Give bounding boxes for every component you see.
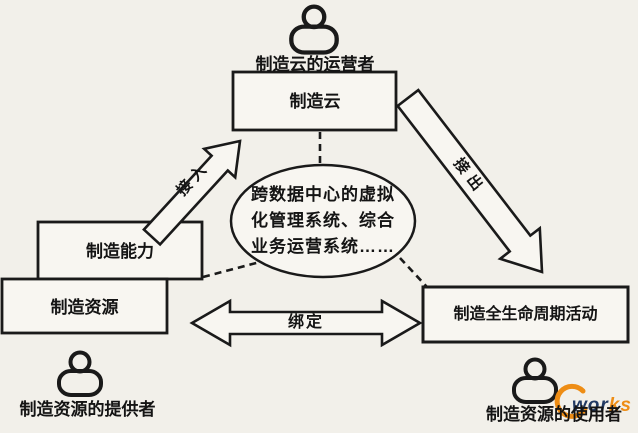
dashed-connector-capability xyxy=(202,260,261,279)
bind-double-arrow xyxy=(189,298,423,348)
lifecycle-box xyxy=(421,285,630,344)
lifecycle-box-label: 制造全生命周期活动 xyxy=(453,306,598,323)
cloud-operator-person-icon xyxy=(291,7,336,53)
bind-arrow-label: 绑定 xyxy=(287,314,324,331)
access-in-arrow xyxy=(142,139,242,247)
core-system-line3: 业务运营系统…… xyxy=(251,237,395,256)
resource-box xyxy=(0,277,169,335)
eworks-swoosh-icon xyxy=(554,383,588,419)
capability-box-label: 制造能力 xyxy=(86,242,154,261)
eworks-watermark-logo: works xyxy=(554,383,632,419)
resource-provider-label: 制造资源的提供者 xyxy=(19,400,156,419)
core-system-line2: 化管理系统、综合 xyxy=(251,211,395,230)
cloud-box xyxy=(231,70,398,132)
resource-provider-person-icon xyxy=(57,350,103,397)
dashed-connector-lifecycle xyxy=(399,257,428,288)
core-system-line1: 跨数据中心的虚拟 xyxy=(251,185,395,204)
core-system-label: 跨数据中心的虚拟 化管理系统、综合 业务运营系统…… xyxy=(231,182,415,260)
resource-user-label: 制造资源的使用者 xyxy=(486,405,622,424)
cloud-box-label: 制造云 xyxy=(289,92,341,111)
access-out-arrow xyxy=(395,88,544,274)
resource-user-person-icon xyxy=(512,357,558,404)
eworks-watermark-text: works xyxy=(572,395,632,416)
core-system-ellipse xyxy=(229,163,417,279)
capability-box xyxy=(36,220,204,281)
cloud-operator-label: 制造云的运营者 xyxy=(255,55,375,74)
resource-box-label: 制造资源 xyxy=(50,298,119,317)
